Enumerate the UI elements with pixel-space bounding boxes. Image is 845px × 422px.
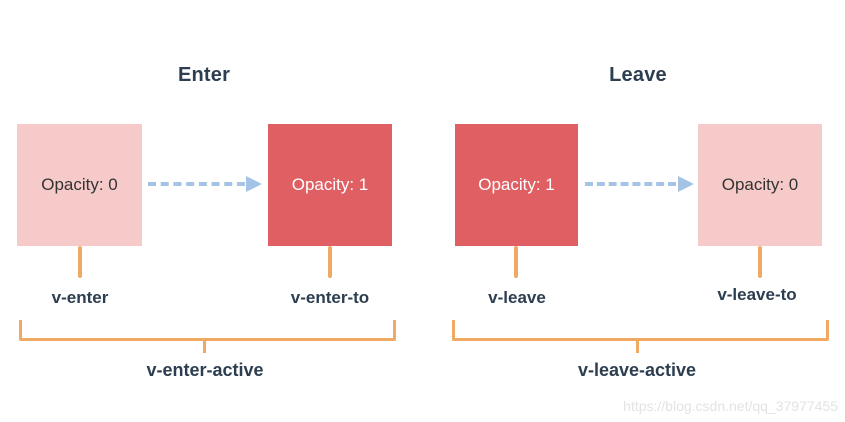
leave-arrowhead-icon	[678, 176, 694, 192]
leave-from-state-box: Opacity: 1	[455, 124, 578, 246]
v-leave-to-label: v-leave-to	[717, 285, 797, 304]
enter-section-title: Enter	[177, 64, 231, 86]
leave-to-connector-line	[758, 246, 762, 278]
leave-to-state-box: Opacity: 0	[698, 124, 822, 246]
leave-transition-dashed-line	[585, 182, 676, 186]
leave-from-box-label: Opacity: 1	[478, 175, 555, 194]
enter-active-bracket-stem	[203, 341, 206, 353]
enter-to-box-label: Opacity: 1	[291, 175, 369, 194]
enter-from-connector-line	[78, 246, 82, 278]
enter-transition-dashed-line	[148, 182, 245, 186]
v-leave-active-label: v-leave-active	[577, 360, 697, 380]
enter-from-box-label: Opacity: 0	[41, 175, 118, 194]
leave-active-bracket-stem	[636, 341, 639, 353]
v-enter-label: v-enter	[51, 288, 109, 307]
leave-to-box-label: Opacity: 0	[721, 175, 799, 194]
enter-to-connector-line	[328, 246, 332, 278]
leave-section-title: Leave	[609, 64, 667, 86]
enter-active-bracket	[19, 320, 396, 341]
v-enter-active-label: v-enter-active	[146, 360, 264, 380]
v-enter-to-label: v-enter-to	[290, 288, 370, 307]
leave-active-bracket	[452, 320, 829, 341]
v-leave-label: v-leave	[488, 288, 546, 307]
enter-to-state-box: Opacity: 1	[268, 124, 392, 246]
watermark-url: https://blog.csdn.net/qq_37977455	[623, 398, 838, 414]
leave-from-connector-line	[514, 246, 518, 278]
enter-from-state-box: Opacity: 0	[17, 124, 142, 246]
enter-arrowhead-icon	[246, 176, 262, 192]
